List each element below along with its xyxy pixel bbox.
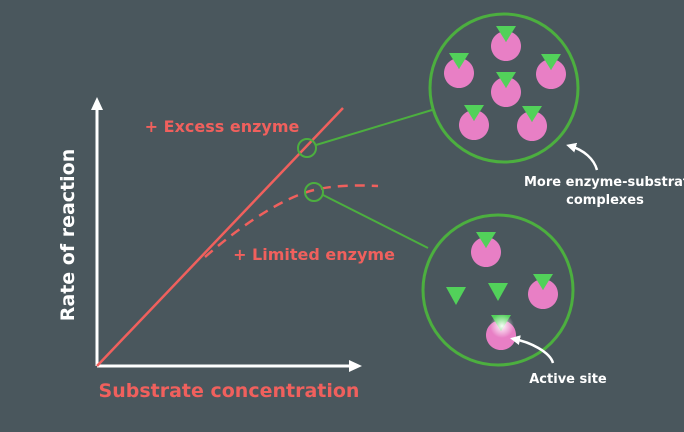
substrate-icon	[533, 274, 553, 290]
limited-zoom-circle	[421, 213, 575, 367]
axes	[91, 97, 362, 372]
substrate-icon	[522, 106, 542, 122]
substrate-icon	[541, 54, 561, 70]
substrate-icon	[464, 105, 484, 121]
enzyme-substrate-complex	[528, 274, 558, 310]
y-axis-label: Rate of reaction	[57, 149, 79, 321]
limited-zoom-marker	[304, 182, 324, 202]
enzyme-substrate-complex	[471, 232, 501, 268]
excess-zoom-marker	[297, 138, 317, 158]
free-substrate-icon	[488, 283, 508, 301]
enzyme-icon	[444, 58, 474, 89]
complexes-label-line2: complexes	[566, 193, 644, 208]
enzyme-icon	[528, 279, 558, 310]
limited-zoom-connector	[322, 194, 429, 249]
complexes-label-line1: More enzyme-substrate	[524, 175, 684, 190]
enzyme-icon	[491, 77, 521, 108]
enzyme-substrate-complex	[491, 26, 521, 62]
substrate-icon	[496, 26, 516, 42]
limited-enzyme-group	[446, 232, 558, 351]
complexes-callout-arrow	[566, 142, 599, 171]
enzyme-substrate-complex	[536, 54, 566, 90]
enzyme-substrate-complex	[459, 105, 489, 141]
substrate-icon	[496, 72, 516, 88]
active-site-label: Active site	[529, 372, 607, 387]
y-axis-arrow-icon	[91, 97, 103, 110]
excess-zoom-connector	[315, 109, 433, 146]
enzyme-icon	[491, 31, 521, 62]
complexes-group	[444, 26, 566, 142]
free-substrate-icon	[446, 287, 466, 305]
substrate-icon	[449, 53, 469, 69]
enzyme-icon	[471, 237, 501, 268]
active-site-glow-icon	[490, 314, 514, 338]
enzyme-icon	[459, 110, 489, 141]
excess-zoom-circle	[428, 12, 580, 164]
enzyme-substrate-complex	[491, 72, 521, 108]
enzyme-icon	[536, 59, 566, 90]
x-axis-label: Substrate concentration	[99, 380, 360, 402]
limited-enzyme-curve	[204, 184, 379, 258]
excess-enzyme-line	[96, 107, 344, 367]
x-axis-arrow-icon	[349, 360, 362, 372]
substrate-icon	[476, 232, 496, 248]
enzyme-icon	[517, 111, 547, 142]
enzyme-substrate-complex	[444, 53, 474, 89]
limited-enzyme-label: + Limited enzyme	[233, 245, 395, 264]
excess-enzyme-label: + Excess enzyme	[145, 117, 300, 136]
enzyme-substrate-complex	[517, 106, 547, 142]
active-site-callout-arrow	[510, 335, 555, 364]
